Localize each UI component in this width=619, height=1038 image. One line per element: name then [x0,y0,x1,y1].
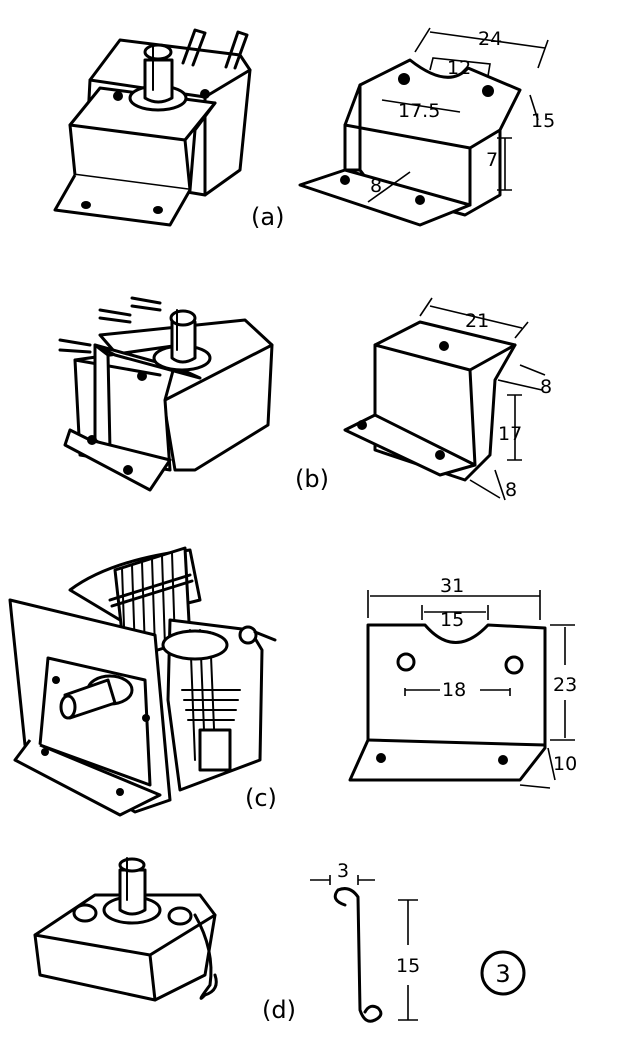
label-c: (c) [245,784,277,812]
part-b-dimension-lines [419,297,546,501]
label-a: (a) [251,203,284,231]
part-c-bracket [348,623,547,782]
part-d-dimension-lines [310,875,418,1021]
part-c-dimension-lines [367,590,575,789]
dim-b-top: 8 [540,376,552,398]
dim-d-wire-width: 3 [337,860,349,882]
dim-a-foot: 8 [370,175,382,197]
dim-a-height: 15 [531,110,555,132]
part-d-wire [333,887,383,1023]
label-b: (b) [295,465,329,493]
dim-a-width: 24 [478,28,502,50]
part-a-component [53,28,252,227]
dim-b-height: 17 [498,423,522,445]
part-a-bracket [298,58,522,227]
dim-a-side: 7 [486,149,498,171]
part-c-component [8,546,277,817]
dim-c-foot: 10 [553,753,577,775]
figure-number: 3 [495,960,510,988]
label-d: (d) [262,996,296,1024]
figure-number-circle [480,950,526,996]
dim-c-height: 23 [553,674,577,696]
dim-b-width: 21 [465,310,489,332]
part-b-component [58,296,274,492]
dim-a-holes: 17.5 [398,100,440,122]
part-a-dimension-lines [367,27,549,203]
dim-d-wire-length: 15 [396,955,420,977]
dim-c-width: 31 [440,575,464,597]
part-d-component [33,857,218,1002]
dim-b-foot: 8 [505,479,517,501]
dim-a-notch: 12 [447,57,471,79]
dim-c-notch: 15 [440,609,464,631]
dim-c-holes: 18 [442,679,466,701]
part-b-bracket [343,320,517,482]
